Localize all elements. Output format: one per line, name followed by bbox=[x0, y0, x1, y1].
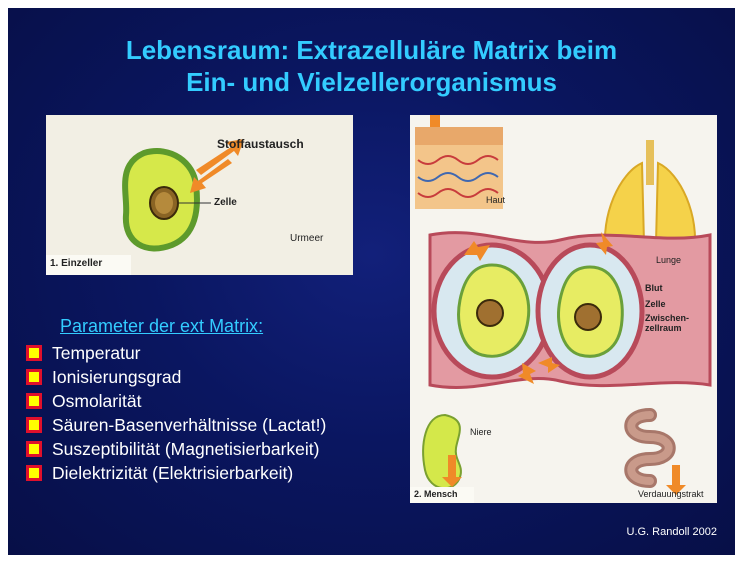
parameter-text: Temperatur bbox=[52, 343, 141, 364]
einzeller-illustration: Stoffaustausch Zelle Urmeer 1. Einzeller bbox=[46, 115, 353, 275]
mensch-illustration: Haut Lunge Blut Zelle Zwischen- zellraum… bbox=[410, 115, 717, 503]
list-item: Osmolarität bbox=[26, 389, 326, 413]
list-item: Dielektrizität (Elektrisierbarkeit) bbox=[26, 461, 326, 485]
label-zelle: Zelle bbox=[214, 197, 237, 208]
parameter-heading-text: Parameter der ext Matrix bbox=[60, 316, 258, 336]
bullet-icon bbox=[26, 345, 42, 361]
parameter-text: Ionisierungsgrad bbox=[52, 367, 181, 388]
bullet-icon bbox=[26, 465, 42, 481]
label-lunge: Lunge bbox=[656, 255, 681, 265]
label-blut: Blut bbox=[645, 283, 663, 293]
label-urmeer: Urmeer bbox=[290, 233, 323, 244]
label-haut: Haut bbox=[486, 195, 505, 205]
parameter-text: Säuren-Basenverhältnisse (Lactat!) bbox=[52, 415, 326, 436]
bullet-icon bbox=[26, 441, 42, 457]
list-item: Säuren-Basenverhältnisse (Lactat!) bbox=[26, 413, 326, 437]
parameter-text: Suszeptibilität (Magnetisierbarkeit) bbox=[52, 439, 319, 460]
parameter-list: Temperatur Ionisierungsgrad Osmolarität … bbox=[26, 341, 326, 485]
caption-mensch: 2. Mensch bbox=[414, 489, 458, 499]
slide: Lebensraum: Extrazelluläre Matrix beim E… bbox=[8, 8, 735, 555]
parameter-heading: Parameter der ext Matrix: bbox=[60, 316, 263, 337]
bullet-icon bbox=[26, 417, 42, 433]
bullet-icon bbox=[26, 369, 42, 385]
mensch-drawing bbox=[410, 115, 717, 503]
label-niere: Niere bbox=[470, 427, 492, 437]
label-zwischen-part1: Zwischen- bbox=[645, 313, 689, 323]
title-line-1: Lebensraum: Extrazelluläre Matrix beim bbox=[8, 34, 735, 66]
list-item: Suszeptibilität (Magnetisierbarkeit) bbox=[26, 437, 326, 461]
label-stoffaustausch: Stoffaustausch bbox=[217, 137, 304, 151]
parameter-heading-colon: : bbox=[258, 316, 263, 336]
label-zwischenzellraum: Zwischen- zellraum bbox=[645, 313, 689, 333]
footer-credit: U.G. Randoll 2002 bbox=[627, 526, 718, 538]
title-line-2: Ein- und Vielzellerorganismus bbox=[8, 66, 735, 98]
label-verdauungstrakt: Verdauungstrakt bbox=[638, 489, 704, 499]
list-item: Temperatur bbox=[26, 341, 326, 365]
list-item: Ionisierungsgrad bbox=[26, 365, 326, 389]
slide-title: Lebensraum: Extrazelluläre Matrix beim E… bbox=[8, 34, 735, 98]
bullet-icon bbox=[26, 393, 42, 409]
einzeller-drawing bbox=[46, 115, 353, 275]
parameter-text: Osmolarität bbox=[52, 391, 141, 412]
caption-einzeller: 1. Einzeller bbox=[50, 258, 102, 269]
label-zwischen-part2: zellraum bbox=[645, 323, 689, 333]
parameter-text: Dielektrizität (Elektrisierbarkeit) bbox=[52, 463, 293, 484]
label-zelle-mensch: Zelle bbox=[645, 299, 666, 309]
